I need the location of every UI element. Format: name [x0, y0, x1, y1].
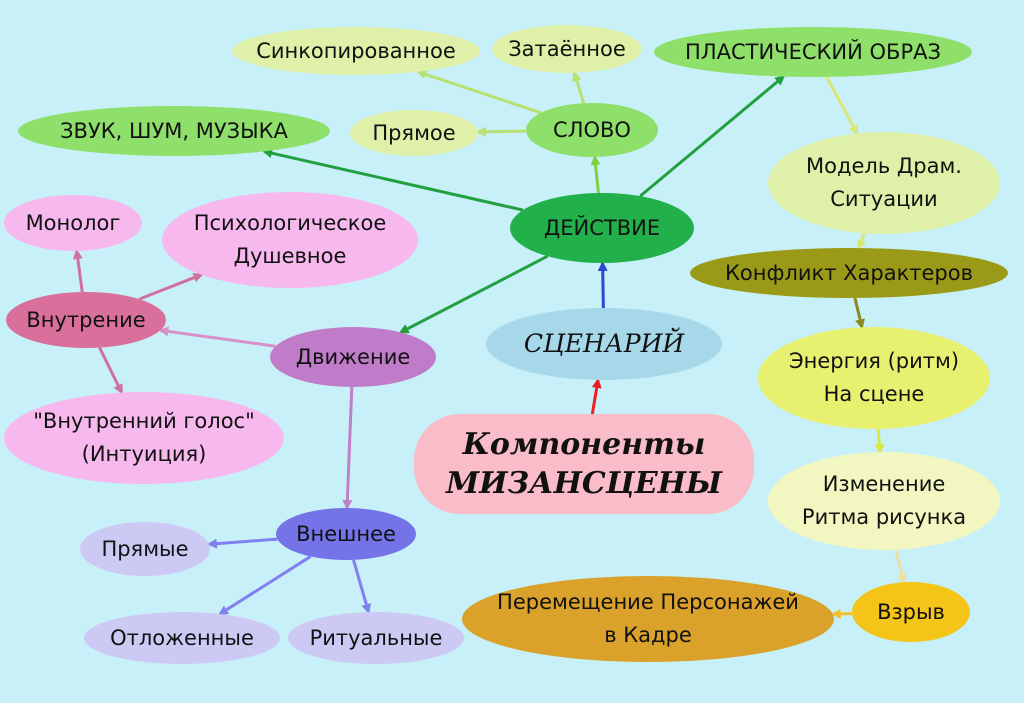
edge-vneshnee-to-otlozhennye	[218, 555, 312, 616]
node-slovo[interactable]: СЛОВО	[526, 103, 658, 157]
edge-vnutrenie-to-golos	[98, 346, 124, 395]
edge-scenariy-to-deystvie	[597, 260, 608, 309]
node-scenariy[interactable]: СЦЕНАРИЙ	[486, 308, 722, 380]
node-psihologicheskoe-dushevnoe[interactable]: Психологическое Душевное	[162, 192, 418, 288]
edge-vneshnee-to-pryamye	[206, 537, 278, 549]
node-plasticheskiy-obraz[interactable]: ПЛАСТИЧЕСКИЙ ОБРАЗ	[654, 27, 972, 77]
node-otlozhennye[interactable]: Отложенные	[84, 612, 280, 664]
edge-plasticheskiy-to-model	[825, 76, 859, 136]
edge-energiya-to-izmenenie	[874, 428, 885, 455]
node-dvizhenie[interactable]: Движение	[270, 327, 436, 387]
node-pryamye[interactable]: Прямые	[80, 522, 210, 576]
node-konflikt-harakterov[interactable]: Конфликт Характеров	[690, 248, 1008, 298]
node-komponenty-mizansceny[interactable]: Компоненты МИЗАНСЦЕНЫ	[414, 414, 754, 514]
edge-vnutrenie-to-psiho	[138, 272, 204, 301]
node-zatayonnoe[interactable]: Затаённое	[492, 25, 642, 73]
edge-deystvie-to-plasticheskiy	[639, 75, 786, 198]
node-monolog[interactable]: Монолог	[4, 195, 142, 251]
node-zvuk-shum-muzyka[interactable]: ЗВУК, ШУМ, МУЗЫКА	[18, 106, 330, 156]
node-model-dram-situatsii[interactable]: Модель Драм. Ситуации	[768, 132, 1000, 234]
node-izmenenie-ritma[interactable]: Изменение Ритма рисунка	[768, 452, 1000, 550]
edge-vzryv-to-peremeschenie	[830, 608, 853, 619]
node-pryamoe[interactable]: Прямое	[350, 110, 478, 156]
node-deystvie[interactable]: ДЕЙСТВИЕ	[510, 193, 694, 263]
edge-vnutrenie-to-monolog	[72, 248, 84, 293]
node-ritualnye[interactable]: Ритуальные	[288, 612, 464, 664]
edge-deystvie-to-dvizhenie	[398, 254, 549, 334]
edge-slovo-to-zatayonnoe	[571, 70, 586, 104]
node-vnutrenniy-golos[interactable]: "Внутренний голос" (Интуиция)	[4, 392, 284, 484]
node-energiya-ritm[interactable]: Энергия (ритм) На сцене	[758, 327, 990, 429]
edge-slovo-to-sinkopirovannoe	[416, 69, 542, 115]
node-sinkopirovannoe[interactable]: Синкопированное	[232, 27, 480, 75]
node-vzryv[interactable]: Взрыв	[852, 582, 970, 642]
edge-deystvie-to-slovo	[590, 154, 601, 194]
edge-vneshnee-to-ritualnye	[352, 559, 372, 615]
edge-dvizhenie-to-vnutrenie	[158, 326, 276, 348]
edge-dvizhenie-to-vneshnee	[342, 386, 354, 511]
edge-konflikt-to-energiya	[853, 297, 865, 330]
edge-slovo-to-pryamoe	[475, 126, 527, 137]
node-peremeschenie-personazhey[interactable]: Перемещение Персонажей в Кадре	[462, 576, 834, 662]
edge-deystvie-to-zvuk	[262, 148, 524, 212]
node-vnutrenie[interactable]: Внутрение	[6, 292, 166, 348]
edge-izmenenie-to-vzryv	[894, 549, 907, 585]
edge-model-to-konflikt	[856, 232, 867, 250]
node-vneshnee[interactable]: Внешнее	[276, 508, 416, 560]
edge-komponenty-to-scenariy	[590, 377, 602, 415]
